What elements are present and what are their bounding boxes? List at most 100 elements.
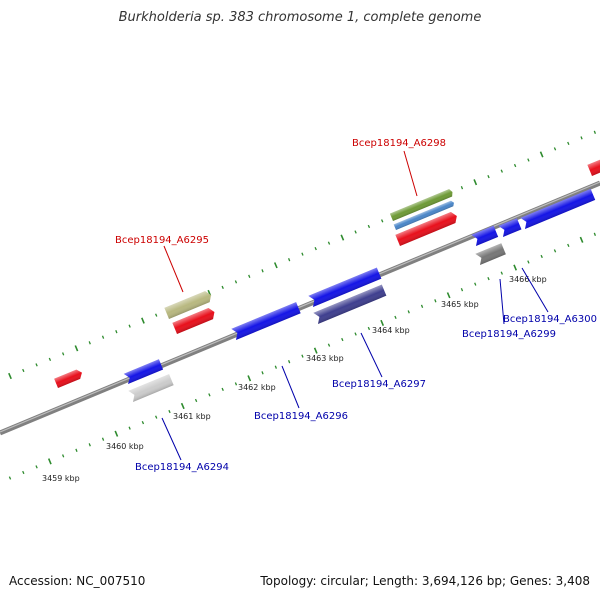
gene-label-a6296[interactable]: Bcep18194_A6296: [254, 411, 348, 422]
scale-tick: [553, 147, 557, 151]
genome-summary-text: Topology: circular; Length: 3,694,126 bp…: [260, 574, 590, 588]
scale-tick: [141, 420, 145, 425]
scale-tick: [473, 179, 478, 186]
gene-label-a6294[interactable]: Bcep18194_A6294: [135, 462, 229, 473]
gene-feature[interactable]: [520, 188, 596, 229]
gene-feature[interactable]: [54, 368, 84, 388]
scale-tick: [221, 285, 224, 290]
scale-tick: [155, 415, 158, 419]
scale-tick: [74, 345, 79, 352]
scale-tick: [221, 387, 224, 392]
scale-tick: [128, 324, 131, 328]
scale-tick: [513, 163, 517, 168]
leader-line: [521, 267, 549, 313]
scale-tick: [88, 341, 91, 345]
gene-feature-a6297[interactable]: [313, 284, 387, 324]
gene-feature[interactable]: [123, 359, 164, 384]
scale-tick: [101, 437, 105, 441]
kbp-label: 3465 kbp: [441, 300, 479, 309]
scale-tick: [539, 151, 544, 158]
scale-tick: [327, 343, 331, 347]
gene-label-a6298[interactable]: Bcep18194_A6298: [352, 138, 446, 149]
scale-tick: [313, 347, 318, 354]
scale-tick: [567, 243, 570, 248]
scale-tick: [540, 254, 543, 259]
scale-tick: [248, 274, 251, 278]
scale-tick: [247, 375, 252, 382]
scale-tick: [341, 337, 344, 342]
gene-feature[interactable]: [308, 267, 382, 307]
scale-tick: [487, 174, 490, 179]
scale-tick: [527, 158, 530, 162]
kbp-label: 3463 kbp: [306, 354, 344, 363]
scale-tick: [407, 310, 410, 314]
scale-tick: [168, 409, 171, 414]
scale-tick: [141, 317, 145, 324]
kbp-label: 3462 kbp: [238, 383, 276, 392]
kbp-label: 3466 kbp: [509, 275, 547, 284]
scale-tick: [340, 234, 345, 241]
gene-feature[interactable]: [587, 157, 600, 176]
scale-tick: [274, 365, 278, 369]
gene-feature-a6294[interactable]: [128, 374, 174, 402]
scale-tick: [460, 186, 464, 190]
scale-tick: [394, 315, 397, 320]
scale-tick: [22, 368, 25, 373]
gene-label-a6297[interactable]: Bcep18194_A6297: [332, 379, 426, 390]
leader-line: [499, 278, 505, 325]
scale-tick: [446, 292, 451, 299]
scale-tick: [22, 470, 25, 475]
gene-feature[interactable]: [393, 200, 455, 230]
scale-tick: [553, 249, 557, 253]
leader-line: [161, 417, 182, 461]
gene-feature[interactable]: [172, 306, 216, 334]
scale-tick: [234, 280, 238, 284]
leader-line: [360, 332, 383, 378]
kbp-label: 3459 kbp: [42, 474, 80, 483]
scale-tick: [101, 335, 105, 339]
gene-feature-a6299[interactable]: [471, 225, 499, 246]
scale-tick: [287, 360, 291, 364]
scale-tick: [420, 304, 424, 308]
chromosome-backbone: [0, 180, 600, 436]
scale-tick: [527, 260, 530, 264]
scale-tick: [48, 357, 52, 362]
scale-tick: [8, 372, 12, 380]
leader-line: [281, 365, 300, 409]
scale-tick: [115, 330, 118, 334]
gene-feature-a6300[interactable]: [498, 218, 522, 237]
scale-tick: [314, 246, 317, 251]
scale-tick: [460, 288, 464, 292]
scale-tick: [500, 271, 503, 275]
scale-tick: [593, 232, 597, 236]
kbp-label: 3460 kbp: [106, 442, 144, 451]
scale-tick: [580, 136, 583, 140]
scale-tick: [128, 426, 131, 430]
scale-tick: [114, 430, 119, 437]
gene-feature[interactable]: [475, 243, 506, 265]
gene-label-a6299[interactable]: Bcep18194_A6299: [462, 329, 556, 340]
gene-feature-a6296[interactable]: [231, 302, 301, 340]
scale-tick: [261, 269, 264, 273]
gene-label-a6300[interactable]: Bcep18194_A6300: [503, 314, 597, 325]
kbp-label: 3464 kbp: [372, 326, 410, 335]
scale-tick: [301, 354, 304, 358]
scale-tick: [180, 402, 185, 410]
chromosome-backbone-highlight: [0, 181, 600, 433]
gene-label-a6295[interactable]: Bcep18194_A6295: [115, 235, 209, 246]
scale-tick: [234, 382, 238, 386]
scale-tick: [35, 363, 38, 367]
kbp-label: 3461 kbp: [173, 412, 211, 421]
scale-tick: [354, 230, 357, 234]
scale-tick: [354, 332, 357, 336]
upper-scale-ticks: [8, 130, 597, 380]
gene-feature[interactable]: [395, 210, 459, 246]
scale-tick: [61, 352, 65, 356]
gene-feature-a6295[interactable]: [164, 290, 213, 319]
scale-tick: [287, 258, 291, 262]
scale-tick: [88, 443, 91, 447]
scale-tick: [8, 476, 12, 480]
gene-feature-a6298[interactable]: [389, 188, 454, 221]
scale-tick: [208, 393, 211, 397]
